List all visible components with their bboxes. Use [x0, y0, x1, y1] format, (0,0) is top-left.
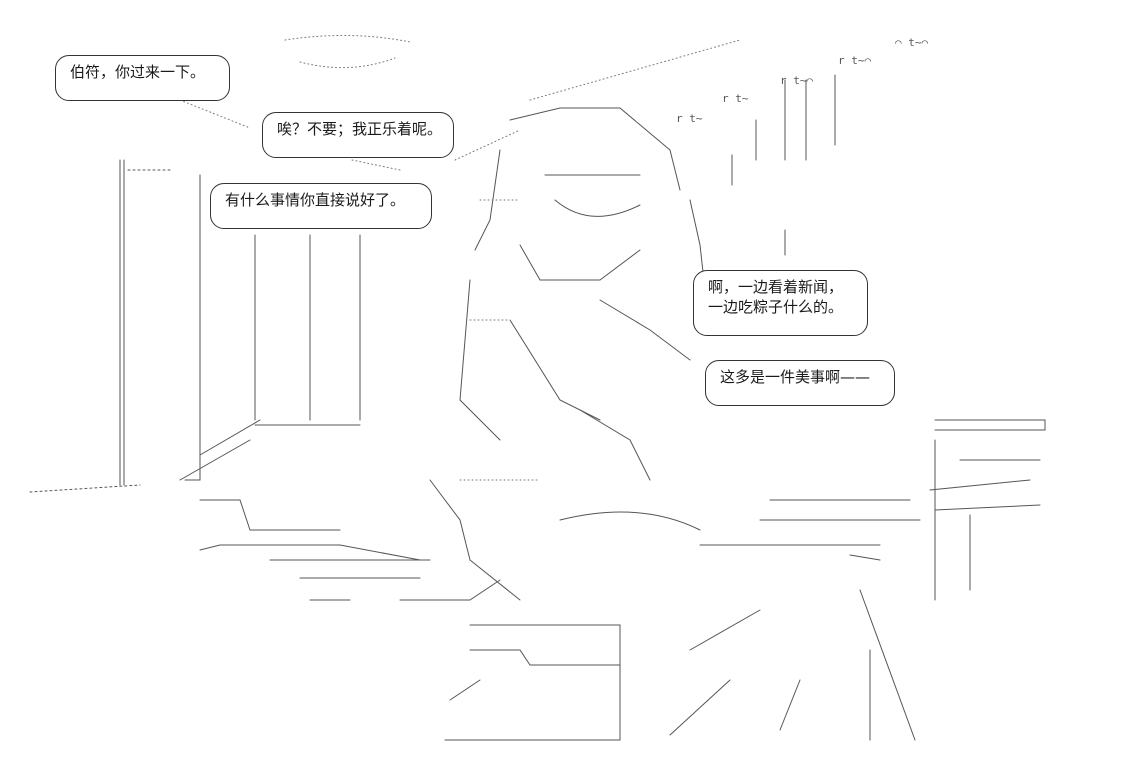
speech-bubble-3: 有什么事情你直接说好了。	[210, 183, 432, 229]
speech-text-5: 这多是一件美事啊——	[720, 368, 871, 386]
speech-text-4a: 啊，一边看着新闻，	[708, 278, 844, 296]
svg-text:r t~⌒: r t~⌒	[838, 54, 871, 67]
svg-text:r t~: r t~	[676, 112, 703, 125]
speech-text-1: 伯符，你过来一下。	[70, 63, 206, 81]
character-figure	[429, 107, 706, 741]
speech-text-2: 唉？不要；我正乐着呢。	[277, 120, 443, 138]
speech-bubble-2: 唉？不要；我正乐着呢。	[262, 112, 454, 158]
speech-bubble-1: 伯符，你过来一下。	[55, 55, 230, 101]
speech-bubble-4: 啊，一边看着新闻， 一边吃粽子什么的。	[693, 270, 868, 336]
right-wall-lines: r t~ r t~ r t~⌒ r t~⌒ ⌒ t~⌒	[676, 36, 928, 256]
left-wall-lines	[29, 159, 361, 493]
speech-text-4b: 一边吃粽子什么的。	[708, 298, 844, 316]
speech-text-3: 有什么事情你直接说好了。	[225, 191, 406, 209]
furniture	[199, 419, 1046, 601]
thought-trails	[179, 34, 741, 171]
floor-lines	[179, 419, 916, 741]
svg-text:r t~: r t~	[722, 92, 749, 105]
svg-text:r t~⌒: r t~⌒	[780, 74, 813, 87]
speech-bubble-5: 这多是一件美事啊——	[705, 360, 895, 406]
svg-text:⌒ t~⌒: ⌒ t~⌒	[895, 36, 928, 49]
